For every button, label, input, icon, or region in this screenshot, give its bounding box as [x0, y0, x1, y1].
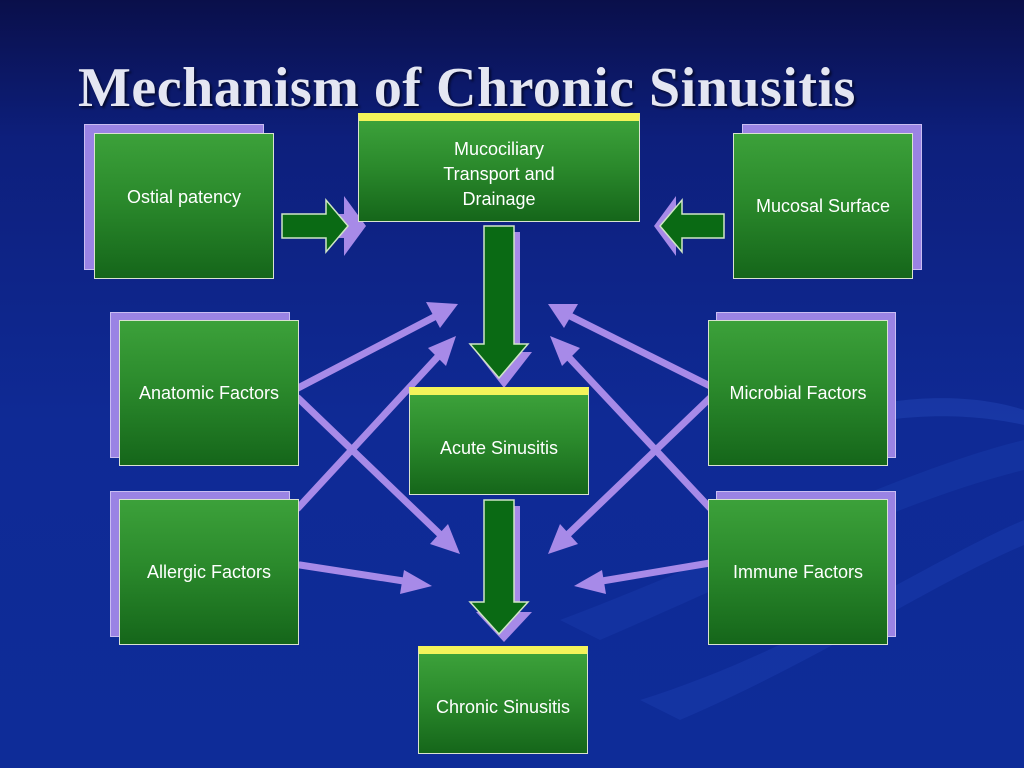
node-mucosal-surface: Mucosal Surface [733, 133, 913, 279]
node-label: Anatomic Factors [138, 382, 280, 403]
node-label: Allergic Factors [146, 561, 272, 582]
node-immune-factors: Immune Factors [708, 499, 888, 645]
node-microbial-factors: Microbial Factors [708, 320, 888, 466]
arrow-mucosal-to-mucociliary [659, 197, 725, 255]
node-acute-sinusitis: Acute Sinusitis [409, 387, 589, 495]
node-anatomic-factors: Anatomic Factors [119, 320, 299, 466]
arrow-microbial-to-acute [548, 304, 714, 390]
node-mucociliary-transport: Mucociliary Transport and Drainage [358, 113, 640, 222]
arrow-immune-to-acute [550, 336, 714, 512]
node-ostial-patency: Ostial patency [94, 133, 274, 279]
slide-title: Mechanism of Chronic Sinusitis [78, 57, 856, 119]
arrow-anatomic-to-chronic [294, 394, 460, 554]
node-chronic-sinusitis: Chronic Sinusitis [418, 646, 588, 754]
arrow-immune-to-chronic [574, 559, 714, 594]
node-label: Chronic Sinusitis [435, 697, 571, 717]
arrow-acute-to-chronic [468, 499, 530, 636]
node-label: Ostial patency [126, 186, 242, 207]
arrow-ostial-to-mucociliary [281, 197, 349, 255]
node-label: Acute Sinusitis [439, 438, 559, 458]
node-allergic-factors: Allergic Factors [119, 499, 299, 645]
node-label: Immune Factors [732, 561, 864, 582]
arrow-mucociliary-to-acute [468, 225, 530, 380]
arrow-allergic-to-chronic [296, 561, 432, 594]
node-label: Mucosal Surface [755, 195, 891, 216]
node-label: Mucociliary Transport and Drainage [443, 139, 555, 209]
arrow-microbial-to-chronic [548, 394, 714, 554]
arrow-anatomic-to-acute [294, 302, 458, 392]
arrow-allergic-to-acute [294, 336, 456, 512]
node-label: Microbial Factors [729, 382, 867, 403]
